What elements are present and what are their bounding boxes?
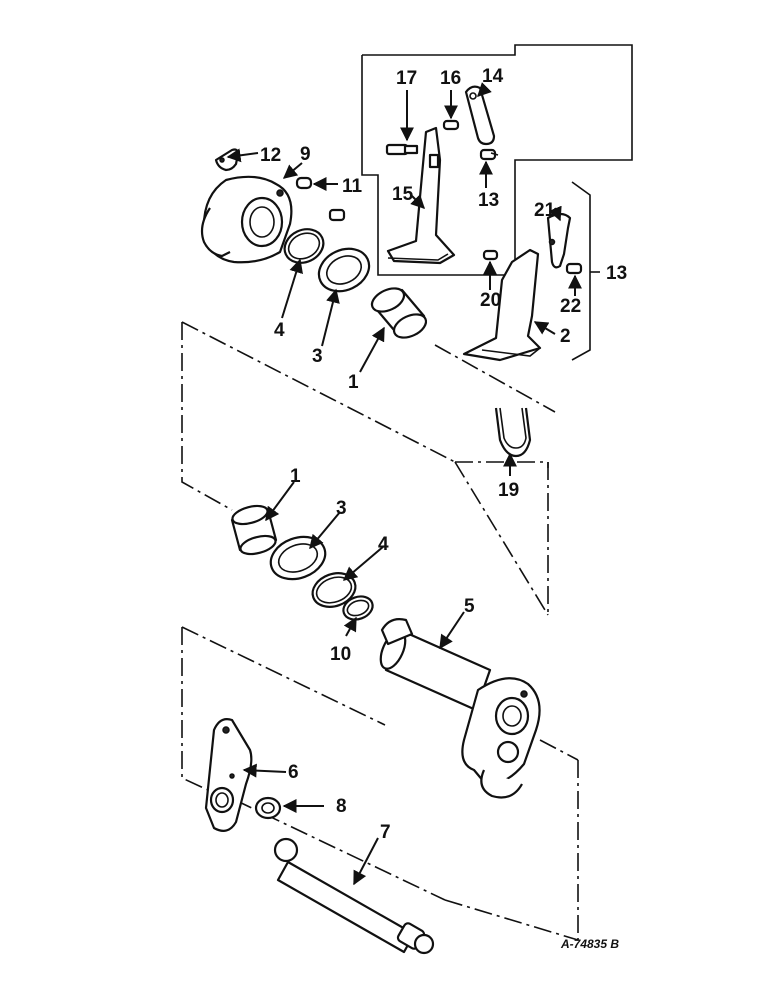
bracket-13 bbox=[571, 181, 600, 361]
part-1-bushing-upper bbox=[370, 287, 428, 339]
callout-labels: 17 16 14 13 15 12 9 11 4 3 1 21 20 22 2 … bbox=[260, 66, 627, 843]
callout-10: 10 bbox=[330, 644, 351, 665]
part-20-pin bbox=[482, 249, 499, 261]
callout-13: 13 bbox=[606, 263, 627, 284]
callout-13-inset: 13 bbox=[478, 190, 499, 211]
callout-8: 8 bbox=[336, 796, 347, 817]
part-7-splined-shaft bbox=[273, 837, 435, 955]
part-19-u-bolt bbox=[494, 407, 532, 458]
part-11-screw bbox=[295, 176, 313, 190]
part-16-pin bbox=[442, 119, 460, 131]
callout-15: 15 bbox=[392, 184, 414, 205]
callout-4-lower: 4 bbox=[378, 534, 389, 555]
callout-22: 22 bbox=[560, 296, 581, 317]
callout-3-lower: 3 bbox=[336, 498, 347, 519]
part-18-screw bbox=[479, 148, 499, 161]
callout-14: 14 bbox=[482, 66, 504, 87]
callout-11: 11 bbox=[342, 176, 363, 197]
callout-21: 21 bbox=[534, 200, 556, 221]
callout-17: 17 bbox=[396, 68, 417, 89]
part-8-bushing bbox=[254, 796, 282, 820]
part-12-plate bbox=[214, 148, 240, 172]
section-lines bbox=[181, 321, 579, 941]
part-9-housing bbox=[200, 175, 293, 264]
callout-9: 9 bbox=[300, 144, 311, 165]
callout-1-lower: 1 bbox=[290, 466, 301, 487]
callout-20: 20 bbox=[480, 290, 501, 311]
callout-6: 6 bbox=[288, 762, 299, 783]
part-4-ring-lower bbox=[311, 572, 357, 608]
part-10-ring bbox=[342, 595, 374, 621]
part-21-lever bbox=[546, 212, 572, 269]
part-2-bracket bbox=[462, 248, 542, 362]
part-14-link bbox=[464, 85, 496, 146]
part-22-screw bbox=[565, 262, 583, 275]
callout-19: 19 bbox=[498, 480, 519, 501]
callout-1-upper: 1 bbox=[348, 372, 359, 393]
small-bolt bbox=[328, 208, 346, 222]
callout-16: 16 bbox=[440, 68, 461, 89]
callout-7: 7 bbox=[380, 822, 391, 843]
callout-4-upper: 4 bbox=[274, 320, 285, 341]
inset-box-upper bbox=[361, 44, 633, 276]
callout-12: 12 bbox=[260, 145, 281, 166]
part-17-bolt bbox=[385, 143, 419, 156]
callout-3-upper: 3 bbox=[312, 346, 323, 367]
part-5-shaft bbox=[379, 618, 541, 799]
leader-arrows bbox=[226, 82, 582, 886]
part-6-arm bbox=[204, 718, 253, 833]
callout-5: 5 bbox=[464, 596, 475, 617]
part-3-seal-upper bbox=[317, 247, 371, 293]
figure-reference-code: A-74835 B bbox=[560, 937, 619, 951]
callout-2: 2 bbox=[560, 326, 571, 347]
part-4-ring-upper bbox=[283, 228, 325, 264]
part-1-bushing-lower bbox=[230, 504, 278, 556]
